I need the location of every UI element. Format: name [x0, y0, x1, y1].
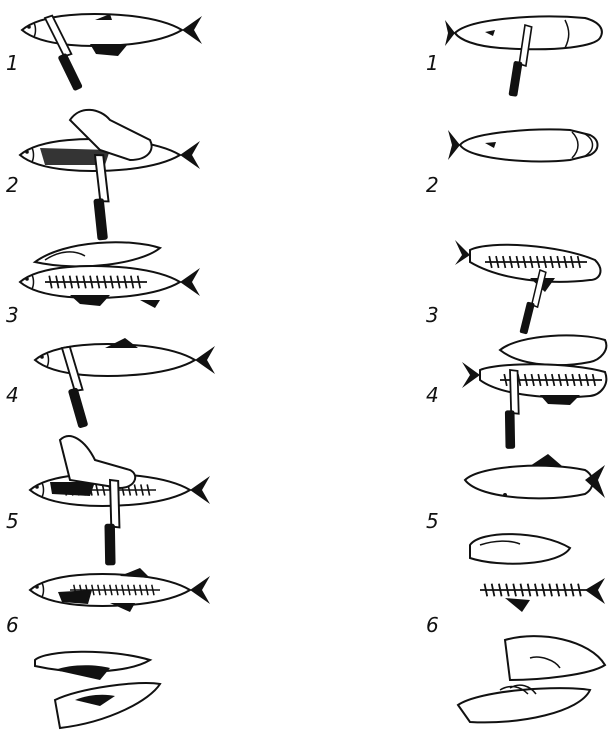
left-step-1-label: 1: [6, 51, 19, 75]
right-step-6-illustration: [470, 534, 605, 612]
right-final-fillets-illustration: [458, 636, 605, 722]
right-step-2-illustration: [448, 130, 598, 162]
right-step-3-illustration: [455, 240, 600, 337]
left-step-1-illustration: [22, 14, 202, 91]
left-step-2-illustration: [20, 110, 200, 244]
left-step-6-illustration: [30, 568, 210, 612]
right-step-2-label: 2: [426, 173, 439, 197]
right-step-3-label: 3: [426, 303, 439, 327]
right-step-1-label: 1: [426, 51, 439, 75]
left-step-4-illustration: [35, 338, 215, 430]
left-step-5-label: 5: [6, 509, 19, 533]
right-step-5-label: 5: [426, 509, 439, 533]
right-step-5-illustration: [465, 454, 605, 498]
left-step-3-illustration: [20, 242, 200, 308]
left-step-6-label: 6: [6, 613, 19, 637]
left-step-4-label: 4: [6, 383, 19, 407]
right-step-4-illustration: [462, 335, 606, 452]
left-step-2-label: 2: [6, 173, 19, 197]
left-step-3-label: 3: [6, 303, 19, 327]
right-step-4-label: 4: [426, 383, 439, 407]
left-final-fillets-illustration: [35, 652, 160, 728]
right-step-1-illustration: [445, 17, 602, 100]
left-step-5-illustration: [30, 436, 210, 569]
right-step-6-label: 6: [426, 613, 439, 637]
